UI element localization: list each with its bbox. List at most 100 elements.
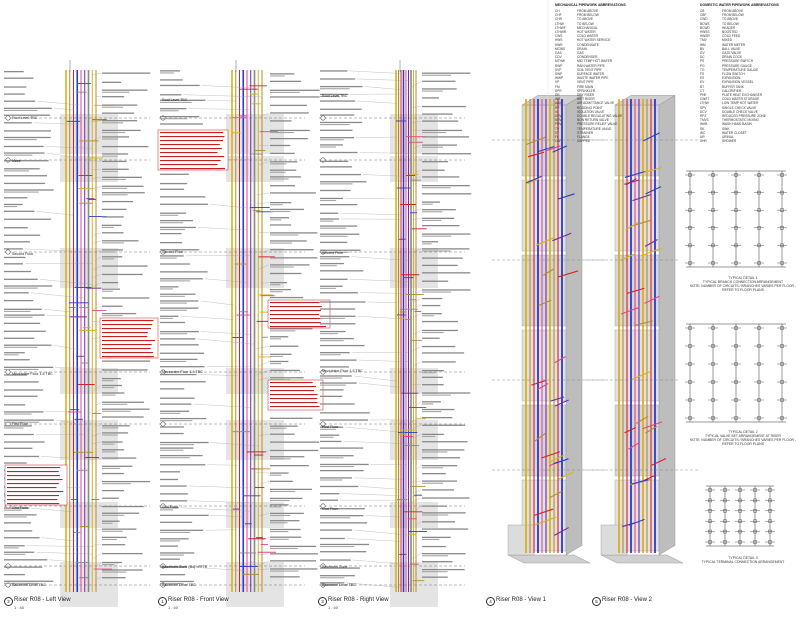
leader-line xyxy=(365,87,412,91)
annotation-text xyxy=(4,566,42,567)
annotation-text xyxy=(422,370,444,371)
annotation-text xyxy=(270,346,298,347)
annotation-text xyxy=(102,171,118,172)
iso-view-1-slab-zone xyxy=(522,255,566,326)
annotation-text xyxy=(270,297,303,298)
annotation-text xyxy=(422,193,471,194)
leader-line xyxy=(188,109,250,110)
iso-view-1-plinth xyxy=(508,555,590,563)
annotation-text xyxy=(422,441,467,442)
annotation-text xyxy=(270,232,317,233)
leader-line xyxy=(414,330,421,334)
annotation-text xyxy=(4,404,25,405)
annotation-text xyxy=(160,183,187,184)
annotation-text xyxy=(102,232,123,233)
annotation-text xyxy=(160,457,190,458)
annotation-text xyxy=(422,569,465,570)
level-label-ground-front: Gnd Floor xyxy=(162,505,178,509)
annotation-text xyxy=(160,509,173,510)
annotation-text xyxy=(270,475,281,476)
annotation-text xyxy=(160,174,189,175)
level-marker xyxy=(6,370,10,374)
level-label-first-right: First Floor xyxy=(322,425,338,429)
red-note-text xyxy=(270,390,314,391)
annotation-text xyxy=(320,396,342,397)
annotation-text xyxy=(270,291,283,292)
annotation-text xyxy=(160,79,183,80)
annotation-text xyxy=(4,204,23,205)
red-note-text xyxy=(7,487,56,488)
annotation-text xyxy=(320,437,334,438)
annotation-text xyxy=(160,116,199,117)
annotation-text xyxy=(270,504,289,505)
annotation-text xyxy=(160,271,208,272)
annotation-text xyxy=(270,273,301,274)
annotation-text xyxy=(102,130,141,131)
annotation-text xyxy=(320,447,363,448)
annotation-text xyxy=(102,313,136,314)
annotation-text xyxy=(102,537,127,538)
annotation-text xyxy=(320,200,336,201)
annotation-text xyxy=(160,522,192,523)
annotation-text xyxy=(422,147,443,148)
annotation-text xyxy=(422,161,448,162)
red-note-text xyxy=(270,398,317,399)
annotation-text xyxy=(4,311,30,312)
annotation-text xyxy=(270,450,318,451)
annotation-text xyxy=(270,90,320,91)
annotation-text xyxy=(4,108,52,109)
annotation-text xyxy=(422,332,444,333)
annotation-text xyxy=(422,377,443,378)
annotation-text xyxy=(160,555,184,556)
annotation-text xyxy=(102,434,118,435)
red-note-text xyxy=(270,394,318,395)
annotation-text xyxy=(4,522,31,523)
annotation-text xyxy=(102,562,122,563)
view-number-front: 1 xyxy=(158,597,167,606)
annotation-text xyxy=(102,89,148,90)
red-note-text xyxy=(102,352,153,353)
annotation-text xyxy=(102,468,120,469)
annotation-text xyxy=(102,169,129,170)
annotation-text xyxy=(320,228,346,229)
annotation-text xyxy=(102,225,122,226)
annotation-text xyxy=(4,175,47,176)
red-note-text xyxy=(102,320,153,321)
annotation-text xyxy=(4,155,32,156)
annotation-text xyxy=(320,419,368,420)
red-note-text xyxy=(7,483,59,484)
annotation-text xyxy=(422,250,451,251)
annotation-text xyxy=(102,291,113,292)
annotation-text xyxy=(4,71,24,72)
annotation-text xyxy=(422,81,456,82)
annotation-text xyxy=(270,172,286,173)
annotation-text xyxy=(160,559,180,560)
annotation-text xyxy=(270,515,290,516)
annotation-text xyxy=(320,181,366,182)
annotation-text xyxy=(422,315,434,316)
annotation-text xyxy=(4,192,39,193)
annotation-text xyxy=(422,187,451,188)
annotation-text xyxy=(4,462,27,463)
annotation-text xyxy=(4,427,24,428)
annotation-text xyxy=(102,577,126,578)
annotation-text xyxy=(4,411,43,412)
annotation-text xyxy=(320,130,352,131)
annotation-text xyxy=(270,105,307,106)
annotation-text xyxy=(422,136,469,137)
annotation-text xyxy=(4,574,25,575)
annotation-text xyxy=(320,500,338,501)
leader-line xyxy=(260,481,269,484)
annotation-text xyxy=(102,92,129,93)
annotation-text xyxy=(320,88,350,89)
leader-line xyxy=(358,316,414,319)
annotation-text xyxy=(422,521,455,522)
annotation-text xyxy=(4,516,27,517)
leader-line xyxy=(94,241,101,243)
annotation-text xyxy=(102,146,148,147)
annotation-text xyxy=(422,449,464,450)
leader-line xyxy=(345,198,399,199)
annotation-text xyxy=(4,285,52,286)
level-marker xyxy=(161,422,165,426)
